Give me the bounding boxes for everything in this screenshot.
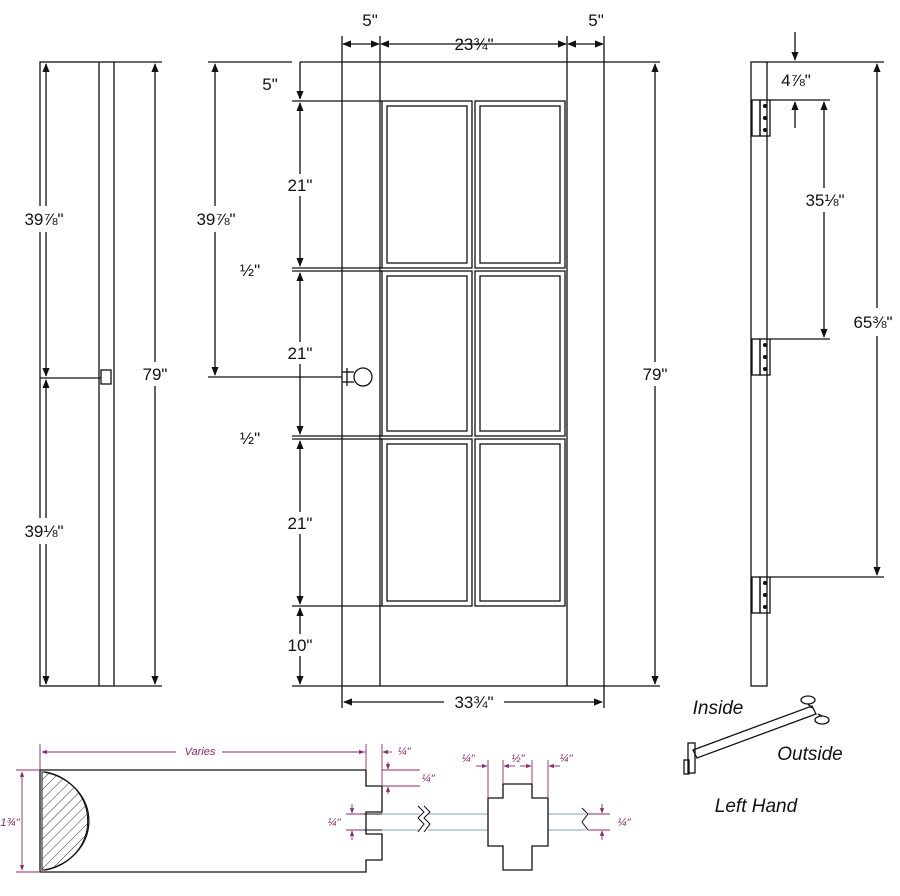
outside-label: Outside <box>777 744 842 765</box>
panel2-label: 21" <box>288 344 313 363</box>
muntin-left-label: ¼" <box>461 753 475 765</box>
glass-lites <box>381 100 566 607</box>
stile-section <box>39 769 383 873</box>
muntin-section <box>487 783 549 871</box>
edge-overall-label: 79" <box>143 365 168 384</box>
top-left-stile-label: 5" <box>362 11 378 30</box>
section-detail <box>16 744 610 873</box>
quarter-a-label: ¼" <box>397 746 411 758</box>
swing-door-leaf <box>692 705 817 759</box>
knob-inside <box>814 715 830 725</box>
muntin-right-label: ¼" <box>559 753 573 765</box>
mullion1-label: ½" <box>240 261 260 280</box>
panel1-label: 21" <box>288 176 313 195</box>
latch-plate <box>100 369 112 385</box>
inside-label: Inside <box>693 698 744 719</box>
hinge-edge <box>750 61 768 687</box>
quarter-c-label: ¼" <box>327 817 341 829</box>
panel3-label: 21" <box>288 514 313 533</box>
door-slab <box>341 61 605 687</box>
top-offset-label: 4⅞" <box>781 71 811 90</box>
door-elevation <box>208 36 660 708</box>
edge-outline <box>39 61 115 687</box>
bottom-rail-label: 10" <box>288 636 313 655</box>
muntin-mid-label: ½" <box>511 753 525 765</box>
left-hand-label: Left Hand <box>715 796 799 817</box>
knob-outside <box>800 695 816 705</box>
quarter-e-label: ¼" <box>617 817 631 829</box>
overall-width-label: 33¾" <box>454 693 493 712</box>
hinge-view <box>750 32 884 687</box>
door-knob <box>353 367 373 387</box>
bottom-hinge-label: 65⅜" <box>853 313 892 332</box>
top-rail-label: 5" <box>262 75 278 94</box>
lock-bore-hatch <box>41 771 89 871</box>
middle-hinge <box>751 338 771 376</box>
top-right-stile-label: 5" <box>588 11 604 30</box>
quarter-b-label: ¼" <box>421 773 435 785</box>
middle-hinge-label: 35⅛" <box>805 191 844 210</box>
edge-upper-label: 39⅞" <box>24 210 63 229</box>
top-hinge <box>751 99 771 137</box>
swing-hinge-jamb <box>687 742 696 774</box>
top-width-label: 23¾" <box>454 35 493 54</box>
lock-height-label: 39⅞" <box>196 210 235 229</box>
thickness-label: 1¾" <box>0 817 20 829</box>
mullion2-label: ½" <box>240 429 260 448</box>
edge-lower-label: 39⅛" <box>24 522 63 541</box>
bottom-hinge <box>751 576 771 614</box>
overall-height-label: 79" <box>643 365 668 384</box>
varies-label: Varies <box>185 746 216 758</box>
swing-diagram <box>683 695 830 775</box>
